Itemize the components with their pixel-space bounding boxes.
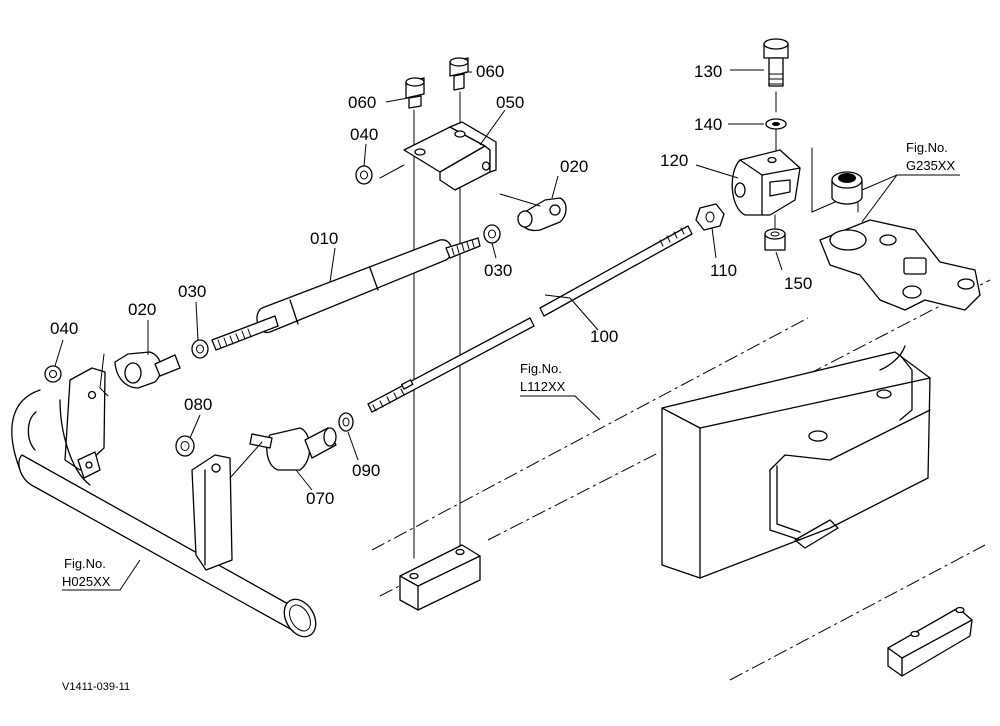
label-150: 150	[784, 274, 812, 293]
figure-ref-g235: Fig.No. G235XX	[906, 140, 955, 173]
cross-tube	[11, 389, 317, 638]
left-bracket-plate	[59, 367, 106, 486]
label-070: 070	[306, 489, 334, 508]
figure-ref-l112-line1: Fig.No.	[520, 361, 562, 376]
label-060-upper: 060	[476, 62, 504, 81]
label-030-right: 030	[484, 261, 512, 280]
label-120: 120	[660, 151, 688, 170]
part-040-nut-lower	[44, 365, 62, 383]
part-020-ball-joint-right	[499, 193, 567, 232]
part-130-bolt	[763, 38, 789, 113]
label-050: 050	[496, 93, 524, 112]
part-060-bolt-upper	[449, 57, 469, 91]
bushing	[831, 171, 863, 205]
label-040-lower: 040	[50, 319, 78, 338]
part-110-nut	[695, 203, 725, 231]
label-020-right: 020	[560, 157, 588, 176]
part-120-clevis	[731, 149, 801, 216]
figure-ref-g235-line2: G235XX	[906, 158, 955, 173]
part-140-washer	[765, 118, 787, 151]
label-010: 010	[310, 229, 338, 248]
figure-ref-l112: Fig.No. L112XX	[520, 361, 566, 394]
part-030-nut-right	[483, 224, 501, 244]
part-150-nut	[764, 214, 786, 251]
label-020-left: 020	[128, 300, 156, 319]
part-060-bolt-lower	[405, 77, 425, 109]
label-030-left: 030	[178, 282, 206, 301]
part-040-nut-upper	[355, 165, 373, 185]
leader-lines	[54, 69, 960, 591]
part-080-nut	[175, 435, 195, 457]
callout-labels: 010 020 020 030 030 040 040 050 060 060 …	[50, 62, 812, 508]
label-090: 090	[352, 461, 380, 480]
figure-ref-g235-line1: Fig.No.	[906, 140, 948, 155]
lower-right-bracket	[887, 606, 973, 677]
housing	[661, 345, 931, 579]
label-080: 080	[184, 395, 212, 414]
part-100-rod	[367, 225, 693, 413]
illustration-id: V1411-039-11	[62, 681, 130, 693]
figure-ref-h025: Fig.No. H025XX	[62, 556, 111, 589]
part-030-nut-left	[191, 339, 209, 359]
label-140: 140	[694, 115, 722, 134]
label-130: 130	[694, 62, 722, 81]
figure-ref-l112-line2: L112XX	[520, 379, 566, 394]
figure-ref-h025-line2: H025XX	[62, 574, 111, 589]
center-bracket-plate	[191, 454, 233, 571]
label-040-upper: 040	[350, 125, 378, 144]
figure-ref-h025-line1: Fig.No.	[64, 556, 106, 571]
label-110: 110	[710, 261, 737, 280]
part-050-bracket	[379, 121, 497, 191]
steering-arm	[811, 147, 981, 311]
label-100: 100	[590, 327, 618, 346]
part-070-rod-end	[229, 427, 337, 479]
part-020-ball-joint-left	[99, 351, 181, 397]
mounting-block	[399, 544, 481, 611]
label-060-lower: 060	[348, 93, 376, 112]
part-090-nut	[338, 412, 354, 432]
part-010-cylinder	[211, 237, 481, 351]
